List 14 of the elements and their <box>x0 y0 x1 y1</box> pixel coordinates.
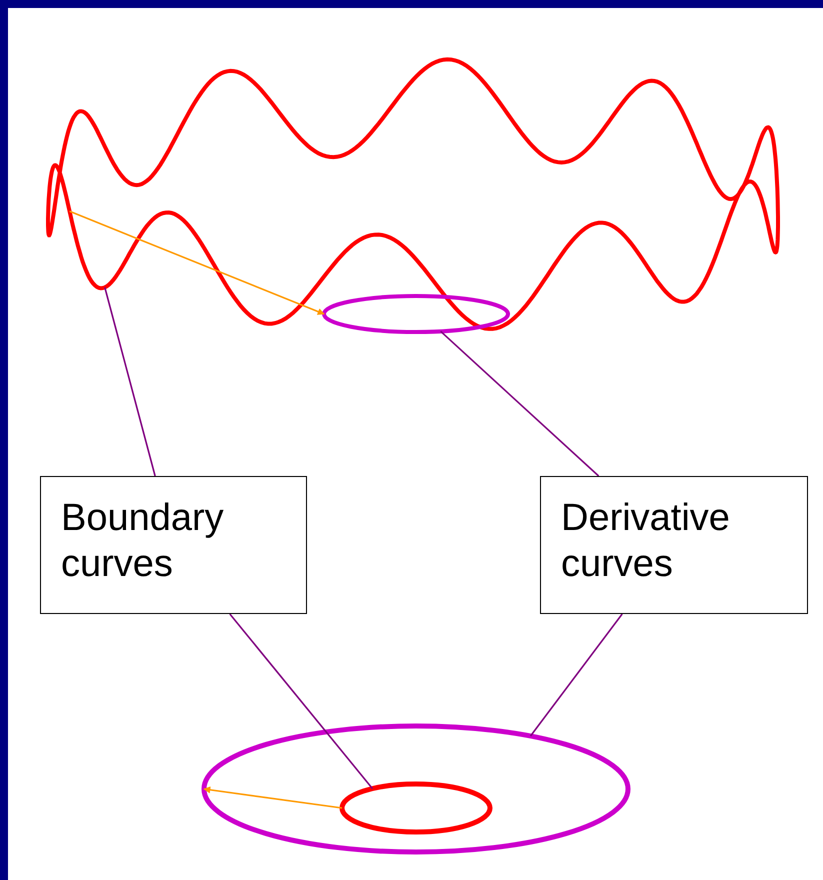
ellipse-curve <box>322 294 510 334</box>
arrow <box>203 786 342 809</box>
leader-line <box>440 330 600 477</box>
label-box <box>540 476 808 614</box>
label-text: Boundary curves <box>61 496 225 587</box>
leader-line <box>229 614 374 790</box>
arrow <box>69 210 325 315</box>
label-text: Derivative curves <box>561 496 731 587</box>
ellipse-curve <box>340 782 492 834</box>
label-box <box>40 476 307 614</box>
ellipse-curve <box>202 724 630 854</box>
leader-line <box>530 614 623 736</box>
leader-line <box>104 287 156 476</box>
boundary-curve-drawing <box>46 57 780 331</box>
